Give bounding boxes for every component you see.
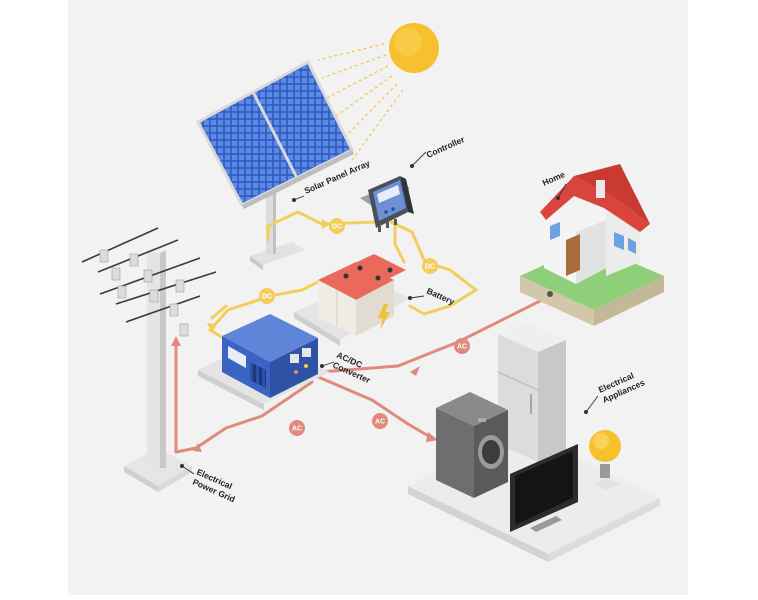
dc-wiring: [208, 210, 478, 344]
home-roof: [540, 176, 650, 232]
home-group: [520, 164, 664, 326]
dc-badge-text: DC: [262, 294, 272, 301]
dc-badge-top: DC: [329, 218, 345, 234]
dc-badge-text: DC: [425, 264, 435, 271]
ac-badge-appliances: AC: [372, 413, 388, 429]
washing-machine: [436, 392, 508, 498]
ac-badge-text: AC: [457, 344, 467, 351]
ac-badge-home: AC: [454, 338, 470, 354]
sun-group: [317, 23, 439, 161]
dc-badge-left: DC: [259, 288, 275, 304]
solar-panel-array: [195, 59, 355, 270]
light-bulb: [589, 430, 621, 490]
battery-group: [294, 254, 410, 346]
appliances-group: [408, 322, 660, 562]
utility-pole: [81, 227, 217, 492]
ac-dc-converter: [198, 314, 330, 410]
ac-arrow-heads: [171, 336, 438, 452]
ac-wiring: [174, 296, 548, 454]
refrigerator: [497, 322, 566, 462]
television: [510, 444, 578, 532]
dc-arrow-heads: [207, 219, 331, 333]
charge-controller: [360, 176, 414, 232]
dc-badge-right: DC: [422, 258, 438, 274]
sun-rays: [317, 43, 404, 161]
ac-badge-grid: AC: [289, 420, 305, 436]
ac-badge-text: AC: [375, 419, 385, 426]
dc-badge-text: DC: [332, 224, 342, 231]
leader-lines: [179, 151, 599, 475]
ac-badge-text: AC: [292, 426, 302, 433]
